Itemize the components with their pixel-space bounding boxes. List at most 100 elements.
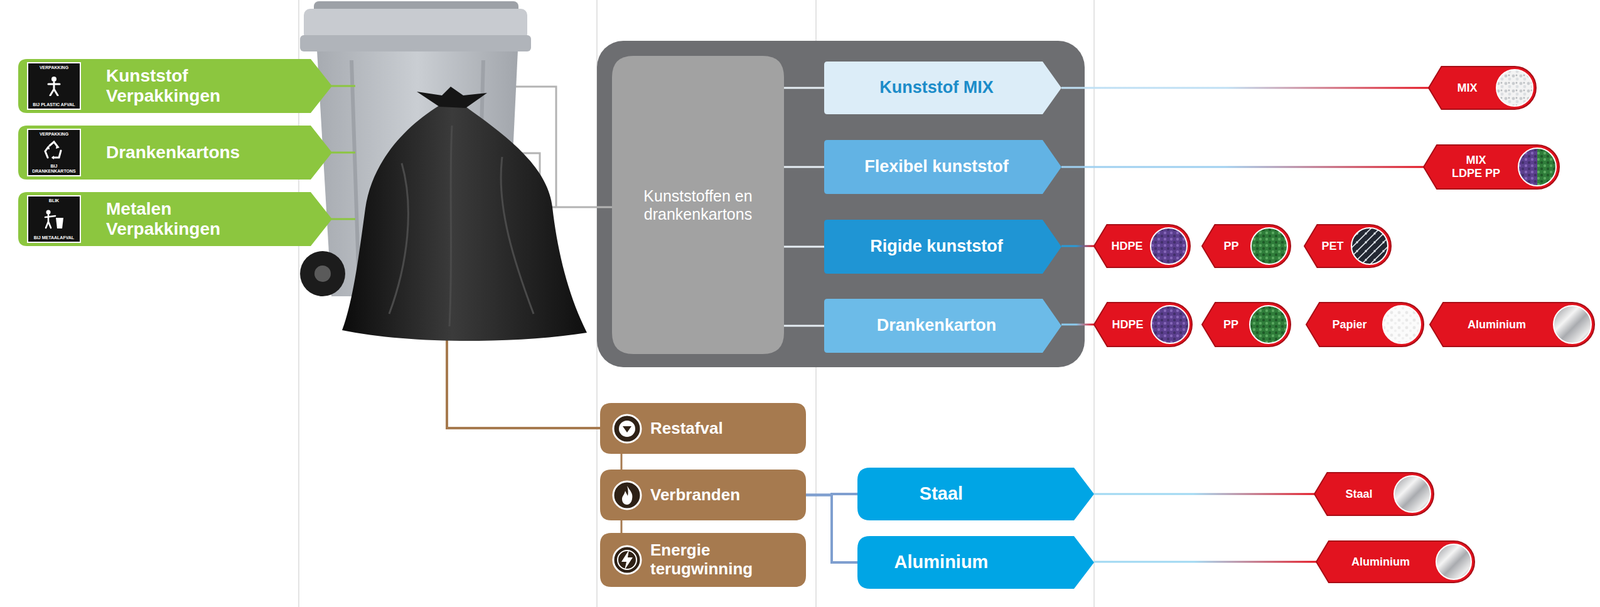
- graphic-part: [613, 414, 641, 443]
- material-pill: PP: [1202, 224, 1291, 268]
- material-pill-outline: [1202, 224, 1291, 268]
- node-label: Restafval: [650, 419, 724, 439]
- graphic-part: [46, 210, 51, 215]
- process-box-fill: [600, 469, 806, 521]
- residual-lead: [446, 332, 601, 429]
- lead-line: [331, 85, 356, 88]
- node-label: Staal: [1345, 487, 1373, 501]
- material-pill: MIX: [1428, 66, 1536, 110]
- material-pill-fill: [1306, 302, 1424, 347]
- node-label: Kunststoffen en drankenkartons: [625, 187, 771, 224]
- connector: [620, 520, 623, 533]
- fraction-tag: Kunststof MIX: [824, 61, 1062, 115]
- material-pill: HDPE: [1094, 224, 1191, 268]
- node-label: MIX LDPE PP: [1451, 153, 1502, 180]
- metal-tag-fill: [857, 467, 1095, 521]
- node-label: PET: [1321, 239, 1344, 253]
- lead-line: [331, 151, 356, 154]
- energy-icon: [611, 544, 643, 576]
- fraction-tag-fill: [824, 139, 1062, 194]
- granule-ring: [1251, 227, 1288, 265]
- graphic-part: [48, 82, 60, 96]
- source-leads: [331, 85, 356, 220]
- can-pictogram: [40, 209, 68, 230]
- node-label: HDPE: [1111, 318, 1144, 332]
- node-label: Verbranden: [650, 485, 741, 505]
- granule-disc: [1496, 69, 1533, 107]
- stream-box: Kunststoffen en drankenkartons: [612, 55, 784, 355]
- down-icon: [611, 413, 643, 445]
- connector: [805, 495, 858, 564]
- process-box: Verbranden: [600, 469, 806, 521]
- fraction-tag-fill: [824, 298, 1062, 353]
- material-pill: Staal: [1314, 472, 1434, 516]
- guide-line: [1093, 0, 1095, 607]
- material-pill-outline: [1428, 66, 1536, 110]
- granule-ring: [1553, 305, 1592, 344]
- packaging-tag: Kunststof Verpakkingen VERPAKKING BIJ PLA…: [18, 59, 333, 113]
- fraction-tag: Flexibel kunststof: [824, 139, 1062, 194]
- material-pill: MIX LDPE PP: [1423, 144, 1560, 189]
- fraction-tag-fill: [824, 219, 1062, 274]
- node-label: PP: [1223, 239, 1239, 253]
- granule-ring: [1436, 544, 1472, 580]
- granule-disc: [1351, 227, 1388, 265]
- material-pill-fill: [1428, 66, 1536, 110]
- logo-caption: BIJ METAALAFVAL: [33, 235, 75, 240]
- connector: [783, 166, 825, 169]
- recycle-pictogram: [40, 139, 68, 161]
- packaging-logo: BLIK BIJ METAALAFVAL: [26, 195, 81, 243]
- graphic-part: [51, 76, 57, 82]
- logo-caption: VERPAKKING: [39, 131, 69, 137]
- logo-caption: BIJ PLASTIC AFVAL: [32, 102, 75, 107]
- lead-line: [331, 218, 356, 221]
- node-label: PP: [1223, 318, 1239, 332]
- connector: [1061, 87, 1429, 90]
- logo-caption: BIJ DRANKENKARTONS: [29, 163, 79, 174]
- process-box: Restafval: [600, 402, 806, 454]
- material-pill: PET: [1304, 224, 1391, 268]
- graphic-part: [622, 485, 633, 505]
- material-pill-fill: [1304, 224, 1391, 268]
- connector: [783, 246, 825, 248]
- graphic-part: [613, 546, 641, 574]
- node-label: Flexibel kunststof: [864, 156, 1009, 177]
- material-pill: Aluminium: [1429, 302, 1595, 347]
- connector: [1094, 493, 1315, 496]
- material-pill-fill: [1429, 302, 1595, 347]
- node-label: Aluminium: [1351, 555, 1410, 569]
- material-pill: Aluminium: [1316, 541, 1475, 583]
- granule-disc: [1382, 305, 1421, 344]
- material-pill-outline: [1314, 472, 1434, 516]
- guide-lines: [298, 0, 1095, 607]
- connector: [1094, 561, 1317, 564]
- node-label: Drankenkarton: [876, 315, 997, 336]
- connector: [1061, 323, 1095, 326]
- material-pill: Papier: [1306, 302, 1424, 347]
- node-label: Kunststof Verpakkingen: [106, 65, 257, 107]
- fraction-tag: Drankenkarton: [824, 298, 1062, 353]
- packaging-logo: VERPAKKING BIJ DRANKENKARTONS: [26, 128, 81, 177]
- material-pill-fill: [1202, 224, 1291, 268]
- fraction-tag-fill: [824, 61, 1062, 115]
- graphic-part: [622, 426, 632, 433]
- graphic-part: [55, 217, 64, 229]
- granule-half: [1518, 148, 1538, 186]
- graphic-part: [46, 144, 60, 160]
- logo-caption: BLIK: [48, 198, 60, 203]
- granule-disc: [1249, 305, 1288, 344]
- material-pill-outline: [1304, 224, 1391, 268]
- bin-hub: [314, 265, 331, 282]
- process-box: Energie terugwinning: [600, 532, 806, 587]
- node-label: Energie terugwinning: [650, 541, 789, 579]
- granule-disc: [1436, 544, 1472, 580]
- bag-knot: [416, 86, 488, 108]
- connector: [1061, 245, 1095, 248]
- graphic-part: [45, 214, 56, 228]
- node-label: MIX: [1456, 81, 1477, 95]
- material-pill-fill: [1314, 472, 1434, 516]
- graphic-part: [45, 141, 61, 158]
- granule-ring: [1394, 475, 1431, 513]
- granule-half: [1537, 148, 1557, 186]
- packaging-logo: VERPAKKING BIJ PLASTIC AFVAL: [26, 62, 81, 110]
